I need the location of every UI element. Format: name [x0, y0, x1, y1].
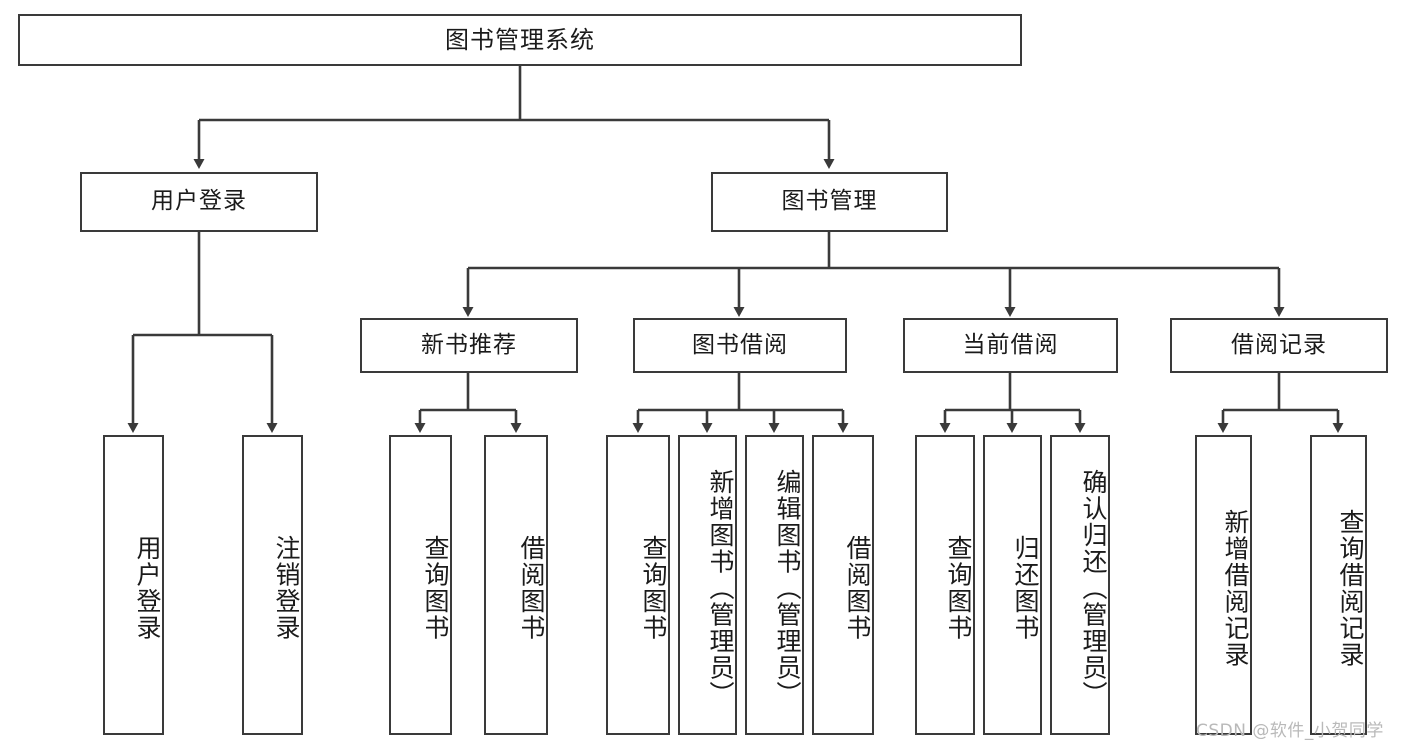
leaf-new-book-query-book[interactable]: 查询图书 — [389, 435, 452, 735]
node-new-book-recommend[interactable]: 新书推荐 — [360, 318, 578, 373]
leaf-user-login-login[interactable]: 用户登录 — [103, 435, 164, 735]
csdn-watermark: CSDN @软件_小贺同学 — [1196, 721, 1384, 741]
leaf-record-query-borrow-record[interactable]: 查询借阅记录 — [1310, 435, 1367, 735]
leaf-current-return-book[interactable]: 归还图书 — [983, 435, 1042, 735]
leaf-borrow-borrow-book[interactable]: 借阅图书 — [812, 435, 874, 735]
leaf-borrow-add-book-admin[interactable]: 新增图书（管理员） — [678, 435, 737, 735]
leaf-new-book-borrow-book[interactable]: 借阅图书 — [484, 435, 548, 735]
node-book-management[interactable]: 图书管理 — [711, 172, 948, 232]
node-current-borrow[interactable]: 当前借阅 — [903, 318, 1118, 373]
leaf-current-query-book[interactable]: 查询图书 — [915, 435, 975, 735]
node-borrow-record[interactable]: 借阅记录 — [1170, 318, 1388, 373]
leaf-current-confirm-return-admin[interactable]: 确认归还（管理员） — [1050, 435, 1110, 735]
leaf-borrow-edit-book-admin[interactable]: 编辑图书（管理员） — [745, 435, 804, 735]
leaf-borrow-query-book[interactable]: 查询图书 — [606, 435, 670, 735]
leaf-record-add-borrow-record[interactable]: 新增借阅记录 — [1195, 435, 1252, 735]
leaf-user-login-logout[interactable]: 注销登录 — [242, 435, 303, 735]
node-root-book-management-system[interactable]: 图书管理系统 — [18, 14, 1022, 66]
node-user-login[interactable]: 用户登录 — [80, 172, 318, 232]
node-book-borrow[interactable]: 图书借阅 — [633, 318, 847, 373]
